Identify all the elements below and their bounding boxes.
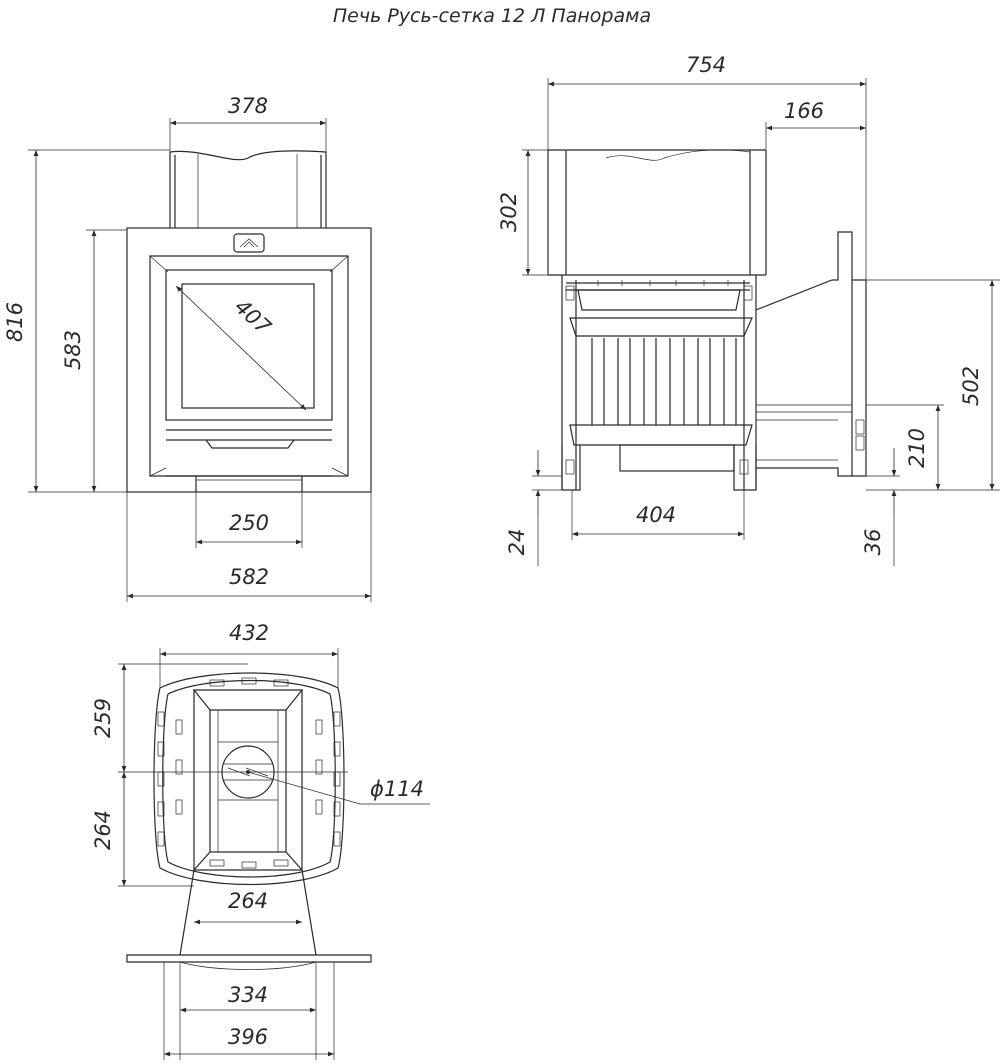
dim-tank-offset: 166 [784,99,824,123]
dim-tank-height: 302 [497,192,521,232]
dim-channel-width: 264 [228,889,268,913]
side-legs [561,285,757,491]
top-dim-259: 259 [91,663,248,772]
dim-front-depth: 259 [91,698,115,738]
front-door-frame [149,255,349,477]
dim-body-height: 583 [61,330,85,370]
dim-feed-height: 502 [959,366,983,406]
top-inner-box [192,689,304,871]
dim-flue-diameter: ϕ114 [370,777,424,801]
front-handle-badge [233,233,265,253]
dim-total-length: 754 [686,53,726,77]
side-dim-404: 404 [571,490,745,540]
dim-body-length: 404 [636,503,676,527]
side-dim-166: 166 [765,99,866,150]
top-inner-contour [162,679,336,878]
dim-glass-diagonal: 407 [230,294,276,339]
front-dim-582: 582 [126,492,372,602]
dim-feed-width: 334 [228,983,268,1007]
top-dim-264-vertical: 264 [91,772,194,887]
front-chimney [169,150,327,228]
front-glass-diagonal-line [175,285,307,411]
side-dim-36: 36 [861,448,900,566]
side-dim-754: 754 [547,53,867,280]
front-view: 407 378 816 583 [3,94,372,602]
top-dim-264-horizontal: 264 [194,889,302,925]
side-tank [547,149,767,276]
dim-top-width: 432 [229,621,269,645]
dim-flange-width: 396 [228,1025,268,1049]
dim-base-width: 250 [229,511,269,535]
side-feed-channel [755,231,867,477]
top-dim-flue: ϕ114 [247,771,430,805]
dim-total-height: 816 [3,302,27,342]
dim-rear-depth: 264 [91,810,115,850]
dim-floor-gap: 36 [861,529,885,556]
side-dim-502: 502 [866,279,1000,491]
side-dim-302: 302 [497,149,548,276]
top-feed-channel [126,869,372,970]
top-dim-396: 396 [163,962,335,1060]
dim-feed-bottom: 210 [905,428,929,468]
front-body [126,227,372,493]
side-ash-drawer [619,444,735,472]
dim-chimney-width: 378 [228,94,268,118]
front-ash-tray [166,429,332,477]
front-dim-378: 378 [169,94,327,152]
top-view: 432 259 264 ϕ114 264 334 [91,621,430,1060]
dim-total-width: 582 [229,565,269,589]
front-dim-250: 250 [195,492,303,548]
top-dim-432: 432 [159,621,339,688]
drawing-title: Печь Русь-сетка 12 Л Панорама [333,5,651,27]
side-dim-24: 24 [505,450,562,566]
side-grate-bars [591,338,737,425]
front-dim-583: 583 [61,229,127,492]
front-dim-816: 816 [3,149,170,493]
side-firebox [561,275,757,490]
dim-leg-height: 24 [505,529,529,556]
side-dim-210: 210 [866,404,944,490]
top-outer-contour [153,672,345,886]
side-view: 754 166 302 502 210 [497,53,1000,566]
front-base [195,476,303,492]
top-dim-334: 334 [179,962,317,1060]
